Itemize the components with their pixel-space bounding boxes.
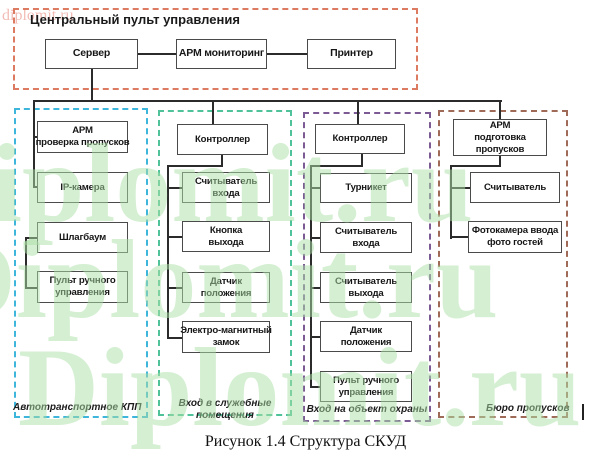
zone-label-object-entrance: Вход на объект охраны (306, 404, 428, 415)
zone-label-pass-bureau: Бюро пропусков (486, 403, 570, 414)
node-controller-object: Контроллер (315, 124, 405, 154)
node-photo-camera: Фотокамера ввода фото гостей (468, 221, 562, 253)
connector (167, 165, 223, 167)
node-entry-reader-object: Считыватель входа (320, 222, 412, 253)
central-panel-title: Центральный пульт управления (30, 12, 240, 27)
node-ip-camera: IP-камера (37, 172, 128, 203)
node-position-sensor-object: Датчик положения (320, 321, 412, 352)
connector (167, 337, 182, 339)
connector (357, 100, 359, 124)
node-manual-control-object: Пульт ручного управления (320, 371, 412, 402)
zone-object-entrance (303, 112, 431, 422)
connector (25, 237, 37, 239)
connector (310, 237, 320, 239)
node-exit-button: Кнопка выхода (182, 221, 270, 252)
connector (450, 165, 501, 167)
connector (361, 154, 363, 167)
connector (310, 287, 320, 289)
text-cursor (582, 404, 584, 420)
node-printer: Принтер (307, 39, 396, 69)
connector (25, 237, 27, 289)
connector (310, 336, 320, 338)
central-panel-frame (13, 8, 418, 90)
node-position-sensor-service: Датчик положения (182, 272, 270, 303)
connector (138, 53, 176, 55)
node-arm-pass-preparation: АРМ подготовка пропусков (453, 119, 547, 156)
node-controller-service: Контроллер (177, 124, 268, 155)
node-entry-reader-service: Считыватель входа (182, 172, 270, 203)
node-manual-control-checkpoint: Пульт ручного управления (37, 271, 128, 303)
connector (91, 69, 93, 101)
zone-vehicle-checkpoint (14, 108, 148, 418)
connector (33, 100, 35, 188)
node-electromagnetic-lock: Электро-магнитный замок (180, 321, 272, 353)
connector (267, 53, 307, 55)
node-arm-monitoring: АРМ мониторинг (176, 39, 267, 69)
connector (450, 165, 452, 239)
connector (310, 165, 363, 167)
zone-label-service-entrance: Вход в служебные помещения (178, 398, 272, 421)
zone-label-vehicle-checkpoint: Автотранспортное КПП (13, 402, 142, 413)
connector (167, 165, 169, 339)
connector (310, 386, 320, 388)
connector (221, 155, 223, 167)
node-barrier: Шлагбаум (37, 222, 128, 253)
connector (167, 187, 182, 189)
node-turnstile: Турникет (320, 173, 412, 203)
connector (25, 287, 37, 289)
connector (499, 156, 501, 167)
figure-caption: Рисунок 1.4 Структура СКУД (204, 433, 407, 450)
node-arm-pass-check: АРМ проверка пропусков (36, 121, 130, 153)
connector (33, 136, 38, 138)
connector (310, 187, 320, 189)
connector (499, 100, 501, 119)
node-exit-reader-object: Считыватель выхода (320, 272, 412, 303)
zone-service-entrance (158, 110, 292, 416)
connector (310, 165, 312, 388)
connector (167, 236, 182, 238)
connector (167, 287, 182, 289)
connector (450, 236, 468, 238)
node-server: Сервер (45, 39, 138, 69)
connector-bus (33, 100, 502, 102)
connector (450, 187, 470, 189)
zone-pass-bureau (438, 110, 568, 418)
connector (212, 100, 214, 124)
node-reader-bureau: Считыватель (470, 172, 560, 203)
connector (33, 186, 38, 188)
